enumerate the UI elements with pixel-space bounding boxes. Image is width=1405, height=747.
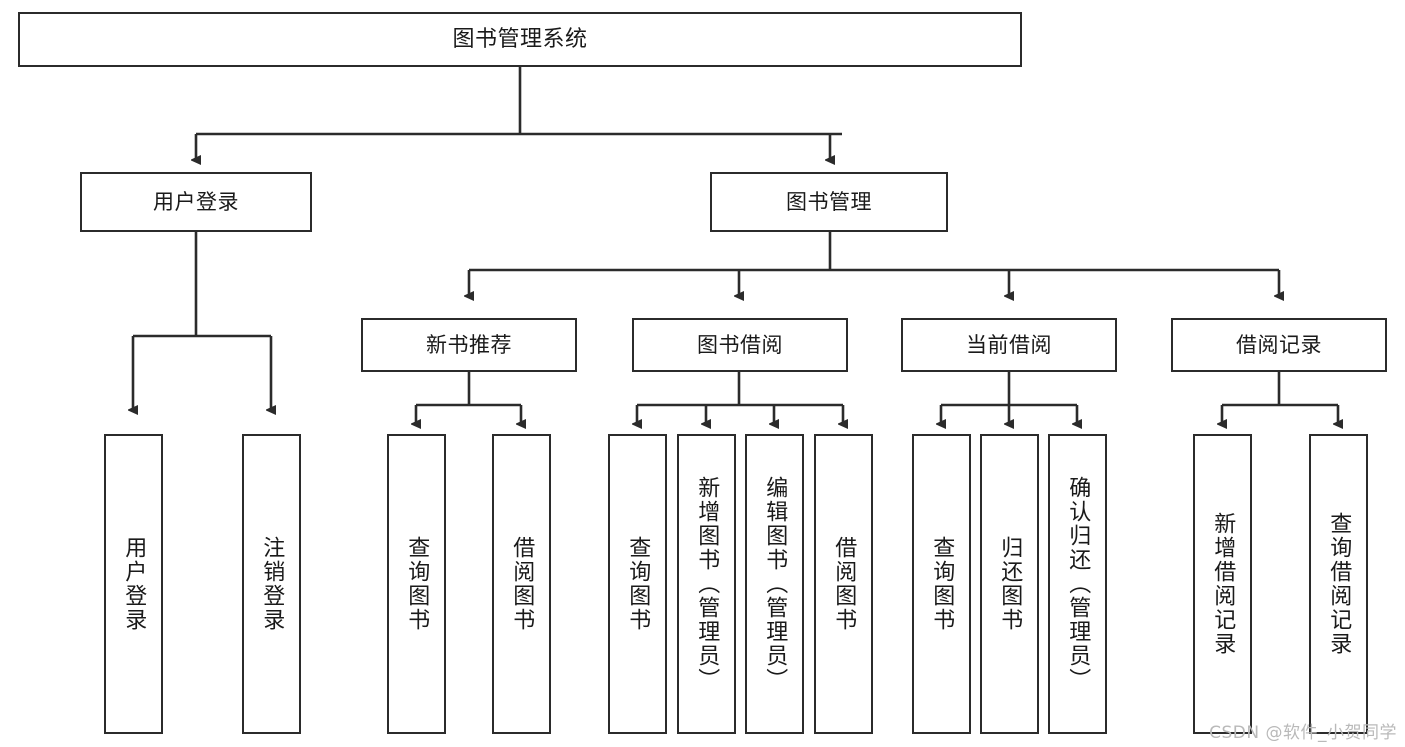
- leaf-borrowrecord-query-record[interactable]: 查询借阅记录: [1309, 434, 1368, 734]
- node-label: 图书管理系统: [452, 26, 588, 52]
- node-label: 查询借阅记录: [1326, 512, 1352, 656]
- node-label: 查询图书: [625, 536, 651, 632]
- node-label: 新增图书（管理员）: [694, 476, 720, 692]
- node-label: 归还图书: [997, 536, 1023, 632]
- leaf-newbook-borrow-book[interactable]: 借阅图书: [492, 434, 551, 734]
- leaf-currentborrow-confirm-return-admin[interactable]: 确认归还（管理员）: [1048, 434, 1107, 734]
- node-label: 借阅记录: [1236, 332, 1322, 357]
- leaf-borrowbook-edit-book-admin[interactable]: 编辑图书（管理员）: [745, 434, 804, 734]
- leaf-newbook-query-book[interactable]: 查询图书: [387, 434, 446, 734]
- node-label: 当前借阅: [966, 332, 1052, 357]
- leaf-borrowrecord-add-record[interactable]: 新增借阅记录: [1193, 434, 1252, 734]
- leaf-borrowbook-borrow-book[interactable]: 借阅图书: [814, 434, 873, 734]
- node-label: 图书借阅: [697, 332, 783, 357]
- node-label: 借阅图书: [831, 536, 857, 632]
- node-root-book-management-system[interactable]: 图书管理系统: [18, 12, 1022, 67]
- leaf-borrowbook-query-book[interactable]: 查询图书: [608, 434, 667, 734]
- node-label: 确认归还（管理员）: [1065, 476, 1091, 692]
- node-label: 借阅图书: [509, 536, 535, 632]
- leaf-user-login[interactable]: 用户登录: [104, 434, 163, 734]
- node-current-borrow[interactable]: 当前借阅: [901, 318, 1117, 372]
- node-borrow-record[interactable]: 借阅记录: [1171, 318, 1387, 372]
- node-book-borrow[interactable]: 图书借阅: [632, 318, 848, 372]
- node-user-login[interactable]: 用户登录: [80, 172, 312, 232]
- node-new-book-recommend[interactable]: 新书推荐: [361, 318, 577, 372]
- leaf-currentborrow-return-book[interactable]: 归还图书: [980, 434, 1039, 734]
- node-label: 用户登录: [153, 189, 239, 214]
- node-label: 新增借阅记录: [1210, 512, 1236, 656]
- node-label: 注销登录: [259, 536, 285, 632]
- node-label: 图书管理: [786, 189, 872, 214]
- leaf-user-logout[interactable]: 注销登录: [242, 434, 301, 734]
- csdn-watermark: CSDN @软件_小贺同学: [1209, 723, 1397, 743]
- node-label: 查询图书: [404, 536, 430, 632]
- node-label: 新书推荐: [426, 332, 512, 357]
- node-label: 查询图书: [929, 536, 955, 632]
- node-label: 编辑图书（管理员）: [762, 476, 788, 692]
- leaf-borrowbook-add-book-admin[interactable]: 新增图书（管理员）: [677, 434, 736, 734]
- leaf-currentborrow-query-book[interactable]: 查询图书: [912, 434, 971, 734]
- node-label: 用户登录: [121, 536, 147, 632]
- node-book-management[interactable]: 图书管理: [710, 172, 948, 232]
